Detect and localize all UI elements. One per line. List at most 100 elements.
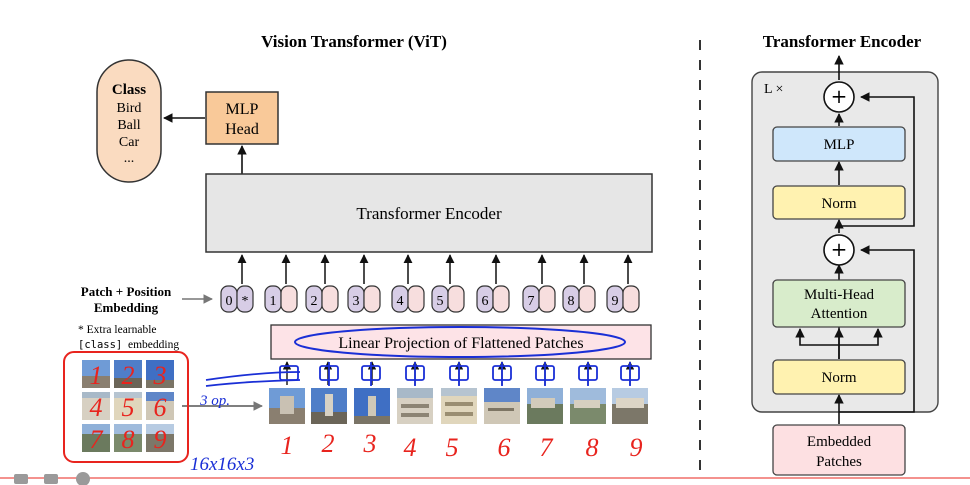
svg-text:2: 2 [311, 294, 318, 309]
handwritten-dims-note: 16x16x3 [190, 454, 254, 475]
token-1: 1 [264, 285, 298, 313]
svg-text:9: 9 [154, 425, 167, 454]
residual-add-bottom [823, 234, 855, 266]
token-8: 8 [562, 285, 596, 313]
embedded-label-2: Patches [816, 454, 862, 470]
token-7: 7 [522, 285, 556, 313]
svg-text:3: 3 [153, 361, 167, 390]
extra-note-line1: * Extra learnable [78, 324, 157, 336]
handwritten-grid-box [63, 351, 189, 463]
plus-top: + [831, 84, 848, 108]
handwritten-grid-numbers: 1 2 3 4 5 6 7 8 9 [90, 361, 167, 454]
camera-icon[interactable] [14, 474, 28, 484]
svg-text:3: 3 [363, 429, 377, 458]
token-3: 3 [347, 285, 381, 313]
token-6: 6 [476, 285, 510, 313]
svg-text:2: 2 [322, 429, 335, 458]
plus-bottom: + [831, 237, 848, 261]
handwritten-vectors [205, 362, 640, 387]
layer-repeat-label: L × [764, 82, 783, 97]
transformer-encoder-label: Transformer Encoder [356, 204, 502, 223]
norm-top-label: Norm [822, 196, 857, 212]
mlp-block [772, 126, 906, 162]
residual-add-top [823, 81, 855, 113]
extra-note-rest: embedding [128, 339, 179, 351]
svg-text:6: 6 [154, 393, 167, 422]
norm-block-top [772, 185, 906, 220]
svg-text:1: 1 [281, 431, 294, 460]
patch-image-row [269, 388, 648, 424]
multi-head-attention-block [772, 279, 906, 328]
patch-9 [612, 388, 648, 424]
patch-6 [484, 388, 520, 424]
linear-projection-label: Linear Projection of Flattened Patches [338, 335, 583, 352]
mlp-head-line2: Head [225, 121, 259, 138]
norm-block-bottom [772, 359, 906, 395]
svg-text:9: 9 [630, 433, 643, 462]
svg-text:8: 8 [568, 294, 575, 309]
handwritten-circle [294, 326, 626, 358]
mlp-head-line1: MLP [226, 101, 259, 118]
patch-position-label-1: Patch + Position [81, 284, 172, 299]
transformer-encoder-box [205, 173, 653, 253]
svg-text:0: 0 [226, 294, 233, 309]
encoder-flow-lines [795, 55, 915, 424]
svg-text:5: 5 [446, 433, 459, 462]
position-tokens: 0 * 1 2 3 4 5 6 7 8 9 [220, 285, 640, 313]
token-2: 2 [305, 285, 339, 313]
svg-text:7: 7 [540, 433, 554, 462]
token-arrows [237, 254, 633, 284]
svg-text:6: 6 [482, 294, 489, 309]
handwritten-patch-numbers: 1 2 3 4 5 6 7 8 9 [281, 429, 643, 462]
mha-label-1: Multi-Head [804, 287, 874, 303]
svg-text:5: 5 [437, 294, 444, 309]
patch-2 [311, 388, 347, 424]
svg-text:5: 5 [122, 393, 135, 422]
svg-text:7: 7 [528, 294, 535, 309]
encoder-panel-title: Transformer Encoder [763, 32, 922, 51]
class-heading: Class [112, 82, 146, 98]
patch-8 [570, 388, 606, 424]
patch-5 [441, 388, 477, 424]
mlp-head-box [205, 91, 279, 145]
mha-label-2: Attention [811, 306, 868, 322]
vit-title: Vision Transformer (ViT) [261, 32, 447, 51]
token-4: 4 [391, 285, 425, 313]
svg-text:1: 1 [270, 294, 277, 309]
mlp-block-label: MLP [824, 137, 855, 153]
patch-7 [527, 388, 563, 424]
patch-3 [354, 388, 390, 424]
svg-text:4: 4 [90, 393, 103, 422]
svg-text:8: 8 [122, 425, 135, 454]
embedded-patches-block [772, 424, 906, 476]
token-0: 0 * [220, 285, 254, 313]
svg-text:6: 6 [498, 433, 511, 462]
class-item-bird: Bird [117, 101, 142, 116]
patch-position-label-2: Embedding [94, 300, 159, 315]
embedded-label-1: Embedded [807, 434, 872, 450]
svg-text:3: 3 [353, 294, 360, 309]
svg-text:1: 1 [90, 361, 103, 390]
token-9: 9 [606, 285, 640, 313]
class-item-ball: Ball [117, 118, 140, 133]
svg-text:2: 2 [122, 361, 135, 390]
linear-projection-box [270, 324, 652, 360]
source-image-grid [80, 358, 176, 454]
patch-4 [397, 388, 433, 424]
class-box [96, 59, 162, 183]
class-token-mark: * [242, 294, 249, 309]
chat-icon[interactable] [44, 474, 58, 484]
class-item-car: Car [119, 135, 140, 150]
svg-text:4: 4 [397, 294, 404, 309]
class-item-more: ... [124, 151, 135, 166]
bottom-toolbar[interactable] [14, 472, 90, 485]
svg-text:7: 7 [90, 425, 104, 454]
patch-1 [269, 388, 305, 424]
token-5: 5 [431, 285, 465, 313]
svg-text:9: 9 [612, 294, 619, 309]
svg-text:4: 4 [404, 433, 417, 462]
handwritten-size-note: 3 op. [199, 393, 230, 409]
more-icon[interactable] [76, 472, 90, 485]
